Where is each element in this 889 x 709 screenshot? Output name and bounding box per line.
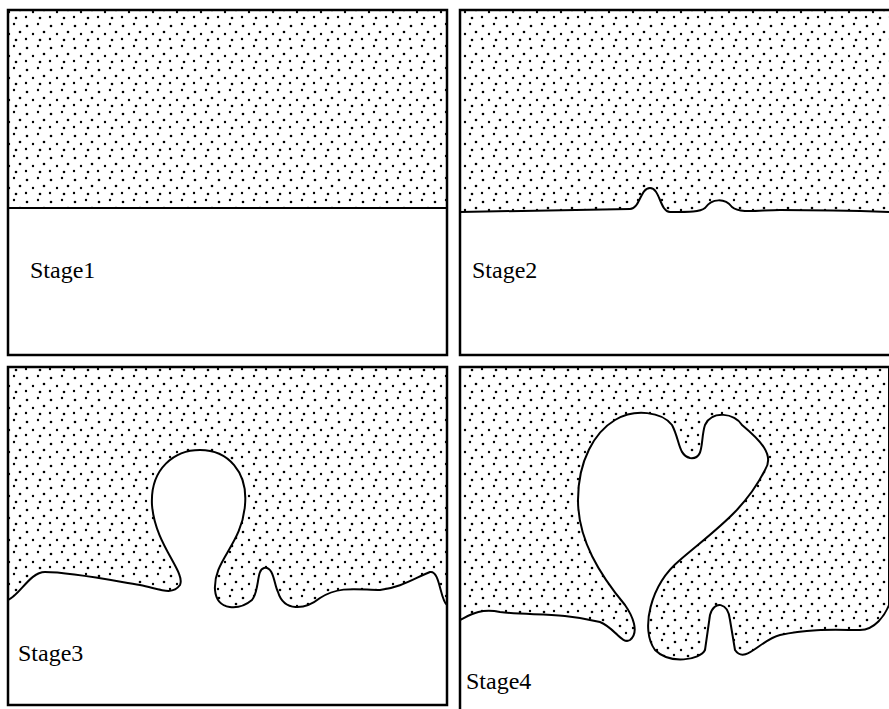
panel-frame	[460, 10, 889, 355]
stage4-layers	[460, 367, 889, 659]
stage-label: Stage2	[472, 257, 537, 283]
stage3-layers	[8, 367, 447, 607]
panel-frame	[8, 367, 447, 705]
stage-label: Stage1	[30, 257, 95, 283]
stage1-layers	[8, 10, 447, 208]
stage-label: Stage4	[466, 668, 531, 694]
panel-frame	[8, 10, 447, 355]
stage2-layers	[460, 10, 889, 212]
panel-frame	[460, 367, 889, 709]
stage-label: Stage3	[18, 640, 83, 666]
